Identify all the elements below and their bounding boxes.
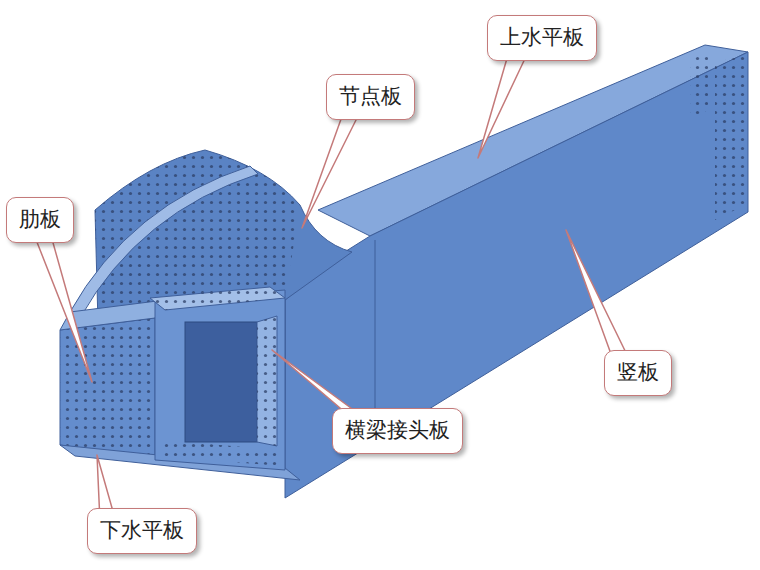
left-holes: [60, 318, 155, 458]
callout-box: 横梁接头板: [332, 408, 463, 453]
callout-tail: [302, 108, 362, 228]
seam-line: [375, 240, 376, 420]
callout-label: 下水平板: [100, 517, 184, 544]
flange-holes: [150, 287, 285, 310]
callout-box: 竖板: [604, 350, 672, 395]
callout-box: 肋板: [6, 197, 74, 242]
callout-label: 横梁接头板: [345, 417, 450, 444]
callout-label: 肋板: [19, 206, 61, 233]
callout-label: 上水平板: [500, 24, 584, 51]
joint-bottom-holes: [160, 440, 280, 466]
joint-holes: [257, 316, 277, 446]
callout-box: 上水平板: [487, 15, 597, 60]
end-holes: [715, 56, 745, 220]
callout-tail: [478, 48, 530, 158]
joint-opening: [185, 322, 257, 442]
callout-label: 竖板: [617, 359, 659, 386]
joint-flange: [150, 287, 285, 310]
left-face: [60, 318, 155, 458]
joint-plate: [257, 316, 277, 446]
top-holes: [690, 52, 708, 120]
callout-box: 节点板: [326, 74, 415, 119]
callout-box: 下水平板: [87, 508, 197, 553]
callout-label: 节点板: [339, 83, 402, 110]
joint-box: [155, 290, 285, 470]
callout-tail: [33, 232, 92, 382]
callout-tail: [566, 230, 632, 365]
vertical-plate: [285, 52, 748, 498]
